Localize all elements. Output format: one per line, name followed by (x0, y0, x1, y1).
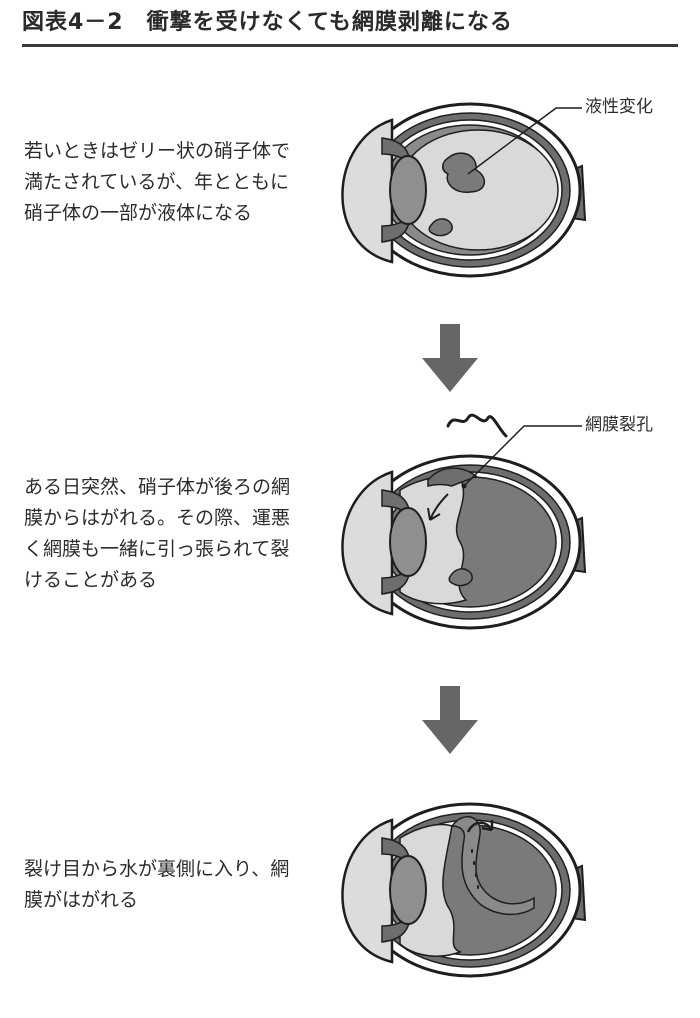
callout-leader-line (463, 425, 582, 487)
detached-retina (450, 816, 535, 916)
liquid-pocket-large (442, 152, 485, 193)
lens (389, 507, 427, 577)
figure-title: 図表4－2 衝撃を受けなくても網膜剥離になる (22, 10, 513, 35)
eye-diagram-step-3 (341, 802, 587, 978)
step-1-description: 若いときはゼリー状の硝子体で満たされているが、年とともに硝子体の一部が液体になる (24, 140, 291, 224)
retinal-tear-flap (427, 467, 478, 487)
lens (389, 155, 427, 225)
step-2-description: ある日突然、硝子体が後ろの網膜からはがれる。その際、運悪く網膜も一緒に引っ張られ… (24, 476, 291, 591)
cornea-front (341, 118, 394, 264)
callout-liquid-change: 液性変化 (585, 97, 653, 117)
step-3-description: 裂け目から水が裏側に入り、網膜がはがれる (24, 858, 290, 911)
liquid-pocket-small (428, 218, 453, 237)
callout-leader-line (467, 107, 582, 175)
down-arrow-icon (422, 324, 478, 392)
cornea-front (341, 470, 394, 616)
figure-header: 図表4－2 衝撃を受けなくても網膜剥離になる (22, 8, 678, 47)
eye-diagram-step-2 (341, 413, 587, 630)
liquid-pocket-small (448, 568, 473, 587)
lens (389, 855, 427, 925)
callout-retinal-tear: 網膜裂孔 (585, 415, 653, 435)
detachment-arrow-icon (427, 493, 449, 521)
cornea-front (341, 818, 394, 964)
squiggle-mark (446, 413, 508, 438)
fluid-dots (471, 849, 479, 889)
fluid-flow-arrow-icon (466, 820, 494, 833)
down-arrow-icon (422, 686, 478, 754)
eye-diagram-step-1 (341, 102, 587, 278)
